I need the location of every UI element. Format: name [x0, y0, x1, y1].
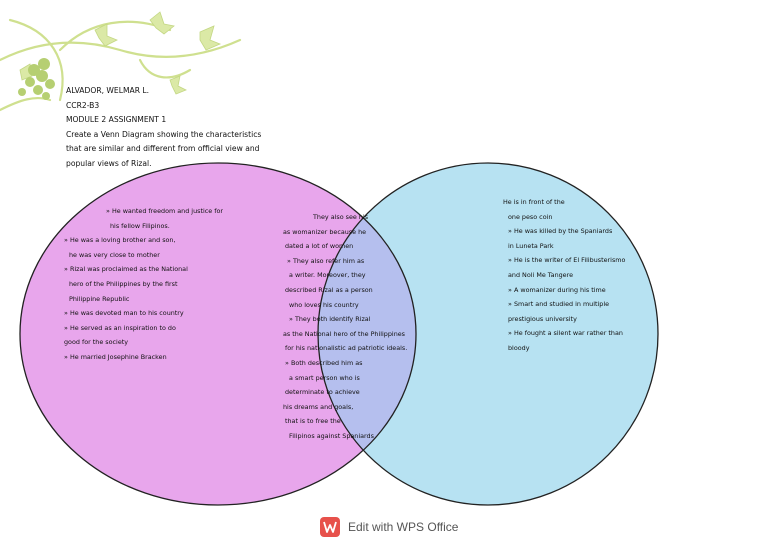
venn-left-circle	[20, 163, 416, 505]
official-view-list: » He wanted freedom and justice for his …	[64, 204, 223, 365]
list-item: determinate to achieve	[285, 388, 360, 397]
list-item: his fellow Filipinos.	[110, 221, 170, 230]
section-code: CCR2-B3	[66, 100, 100, 110]
list-item: Filipinos against Spaniards	[289, 431, 374, 440]
list-item: described Rizal as a person	[285, 285, 373, 294]
list-item: as womanizer because he	[283, 227, 367, 236]
list-item: bloody	[508, 343, 530, 352]
list-item: » They also refer him as	[287, 256, 365, 265]
list-item: who loves his country	[289, 300, 359, 309]
list-item: that is to free the	[285, 417, 341, 426]
list-item: a writer. Moreover, they	[289, 271, 366, 280]
list-item: » He was killed by the Spaniards	[508, 227, 613, 236]
list-item: He is in front of the	[503, 198, 565, 206]
list-item: » He married Josephine Bracken	[64, 352, 167, 361]
list-item: hero of the Philippines by the first	[69, 279, 178, 288]
student-name: ALVADOR, WELMAR L.	[66, 86, 150, 95]
list-item: one peso coin	[508, 212, 553, 221]
list-item: » He is the writer of El Filibusterismo	[508, 256, 626, 265]
list-item: as the National hero of the Philippines	[283, 329, 406, 338]
list-item: » Both described him as	[285, 358, 363, 367]
list-item: » He fought a silent war rather than	[508, 329, 623, 338]
wps-edit-label[interactable]: Edit with WPS Office	[348, 520, 459, 534]
list-item: They also see his	[313, 213, 369, 221]
shared-view-list: They also see his as womanizer because h…	[283, 210, 407, 444]
list-item: in Luneta Park	[508, 241, 554, 250]
list-item: » He was devoted man to his country	[64, 309, 184, 318]
list-item: » He wanted freedom and justice for	[106, 207, 224, 215]
list-item: he was very close to mother	[69, 250, 160, 259]
list-item: » He was a loving brother and son,	[64, 236, 176, 245]
list-item: dated a lot of women	[285, 242, 354, 251]
list-item: » Smart and studied in multiple	[508, 300, 610, 309]
list-item: a smart person who is	[289, 373, 360, 382]
list-item: » They both identify Rizal	[289, 315, 371, 324]
module-title: MODULE 2 ASSIGNMENT 1	[66, 115, 167, 124]
venn-right-circle	[318, 163, 658, 505]
list-item: » Rizal was proclaimed as the National	[64, 265, 188, 274]
list-item: Philippine Republic	[69, 294, 130, 303]
list-item: prestigious university	[508, 314, 577, 323]
assignment-prompt: Create a Venn Diagram showing the charac…	[66, 129, 262, 168]
list-item: » He served as an inspiration to do	[64, 323, 176, 332]
popular-view-list: He is in front of the one peso coin » He…	[503, 195, 625, 356]
list-item: » A womanizer during his time	[508, 285, 606, 294]
wps-logo-icon	[320, 517, 340, 537]
assignment-header: ALVADOR, WELMAR L. CCR2-B3 MODULE 2 ASSI…	[66, 84, 276, 171]
wps-edit-banner[interactable]: Edit with WPS Office	[320, 515, 458, 539]
list-item: good for the society	[64, 338, 129, 347]
list-item: and Noli Me Tangere	[508, 270, 574, 279]
list-item: his dreams and goals,	[283, 402, 354, 411]
list-item: for his nationalistic ad patriotic ideal…	[285, 344, 408, 353]
